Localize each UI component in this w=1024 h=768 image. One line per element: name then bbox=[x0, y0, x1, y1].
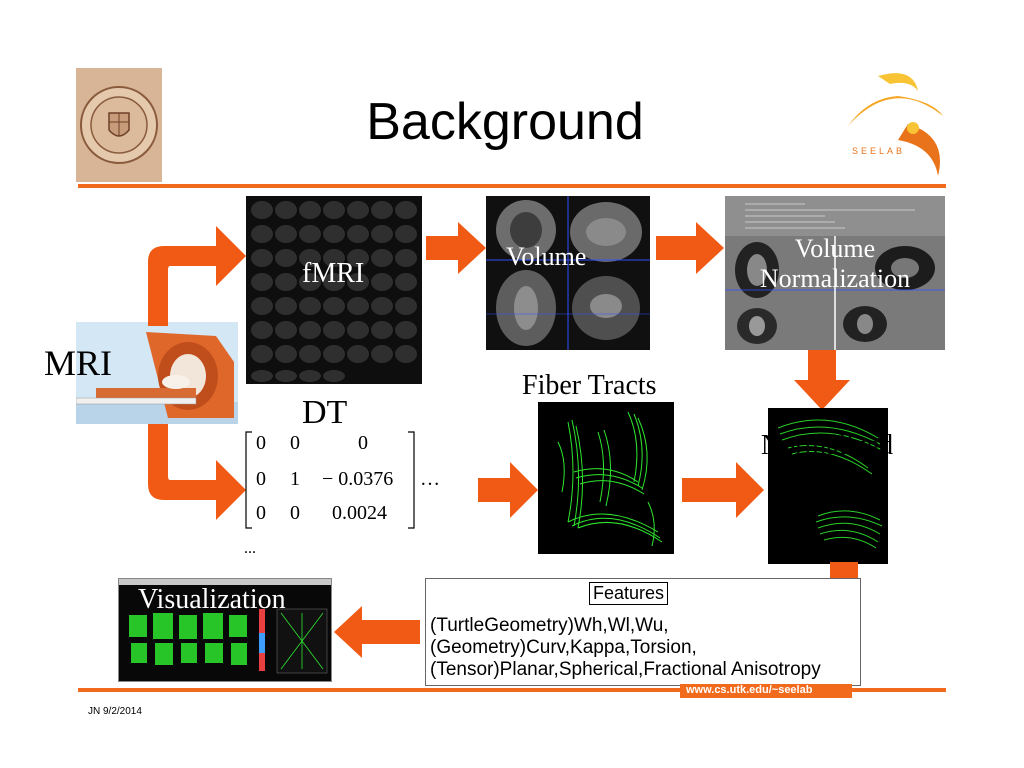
volume-image bbox=[486, 196, 650, 350]
volume-label: Volume bbox=[506, 242, 587, 271]
matrix-continuation: … bbox=[420, 468, 440, 490]
volume-normalization-label: Volume Normalization bbox=[725, 234, 945, 294]
matrix-cell: 0 bbox=[256, 432, 266, 454]
footer-url-background bbox=[680, 684, 852, 698]
features-box: Features (TurtleGeometry)Wh,Wl,Wu, (Geom… bbox=[425, 578, 861, 686]
arrow-mri-to-fmri bbox=[148, 226, 246, 326]
slide-title: Background bbox=[366, 93, 644, 151]
fiber-tracts-image bbox=[538, 402, 674, 554]
arrow-normalization-to-tracts bbox=[794, 350, 850, 410]
mri-label: MRI bbox=[44, 343, 113, 383]
seelab-logo: SEELAB bbox=[838, 66, 956, 184]
arrow-volume-to-normalization bbox=[656, 222, 724, 274]
volume-normalization-image bbox=[725, 196, 945, 350]
footer-date-note: JN 9/2/2014 bbox=[88, 706, 142, 717]
matrix-cell: 0.0024 bbox=[332, 502, 387, 524]
header-rule bbox=[78, 184, 946, 188]
visualization-label: Visualization bbox=[138, 584, 286, 615]
matrix-cell: − 0.0376 bbox=[322, 468, 394, 490]
fmri-label: fMRI bbox=[302, 258, 365, 289]
normalized-tracts-label: Normalized Tracts bbox=[742, 428, 912, 500]
features-title: Features bbox=[589, 582, 669, 605]
matrix-more-rows: ... bbox=[244, 540, 256, 557]
arrow-features-to-visualization bbox=[334, 606, 420, 658]
normalized-tracts-label-line2: Tracts bbox=[792, 466, 862, 497]
fmri-image bbox=[246, 196, 422, 384]
arrow-mri-to-dt bbox=[148, 424, 246, 520]
matrix-row-2: 0 1 − 0.0376 bbox=[244, 468, 416, 500]
visualization-image bbox=[118, 578, 332, 682]
features-line-2: (Geometry)Curv,Kappa,Torsion, bbox=[430, 637, 697, 658]
footer-rule bbox=[78, 688, 946, 692]
matrix-row-1: 0 0 0 bbox=[244, 432, 416, 464]
matrix-cell: 0 bbox=[290, 502, 300, 524]
arrow-fiber-to-normalized bbox=[682, 462, 764, 518]
matrix-cell: 0 bbox=[358, 432, 368, 454]
matrix-cell: 0 bbox=[290, 432, 300, 454]
arrow-fmri-to-volume bbox=[426, 222, 486, 274]
normalized-tracts-label-line1: Normalized bbox=[760, 430, 894, 461]
university-seal bbox=[76, 68, 162, 182]
arrow-dt-to-fiber-tracts bbox=[478, 462, 538, 518]
features-line-3: (Tensor)Planar,Spherical,Fractional Anis… bbox=[430, 659, 821, 680]
matrix-cell: 0 bbox=[256, 468, 266, 490]
normalized-tracts-image bbox=[768, 408, 888, 564]
volume-normalization-label-line1: Volume bbox=[794, 234, 876, 263]
seelab-logo-text: SEELAB bbox=[852, 146, 905, 156]
dt-matrix: 0 0 0 0 1 − 0.0376 0 0 0.0024 bbox=[244, 430, 416, 529]
matrix-cell: 1 bbox=[290, 468, 300, 490]
fiber-tracts-label: Fiber Tracts bbox=[522, 370, 657, 401]
matrix-cell: 0 bbox=[256, 502, 266, 524]
matrix-row-3: 0 0 0.0024 bbox=[244, 502, 416, 534]
volume-normalization-label-line2: Normalization bbox=[759, 264, 911, 293]
features-line-1: (TurtleGeometry)Wh,Wl,Wu, bbox=[430, 615, 669, 636]
dt-label: DT bbox=[302, 394, 348, 431]
mri-scanner-image bbox=[75, 322, 238, 424]
footer-url[interactable]: www.cs.utk.edu/~seelab bbox=[686, 684, 813, 696]
